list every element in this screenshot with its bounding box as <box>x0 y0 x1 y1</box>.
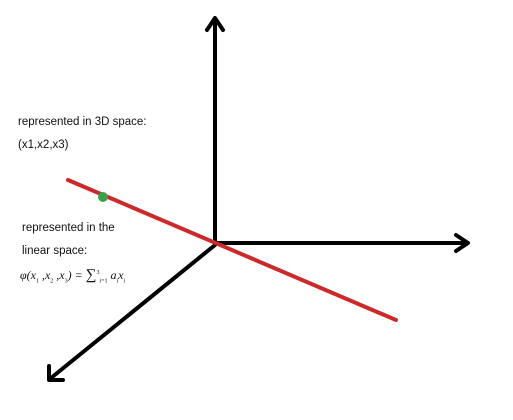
formula-x2: x <box>44 268 51 282</box>
caption-linear-space-line1: represented in the <box>22 222 115 234</box>
depth-axis-arrowhead <box>47 364 65 382</box>
formula-comma1: , <box>38 268 45 282</box>
caption-3d-space-line2: (x1,x2,x3) <box>18 139 69 151</box>
depth-axis <box>49 243 217 380</box>
formula-comma2: , <box>53 268 60 282</box>
formula-a: a <box>110 268 117 282</box>
formula-sum-lower: i=1 <box>99 278 108 285</box>
sample-point <box>98 192 108 202</box>
formula-phi: φ <box>20 268 27 282</box>
formula-x2-subscript: 2 <box>50 278 54 285</box>
linear-space-line <box>66 178 398 322</box>
vertical-axis-arrowhead <box>205 16 225 32</box>
formula-sum-symbol: ∑ <box>85 267 97 283</box>
formula-equals: = <box>71 268 86 282</box>
formula-a-subscript: i <box>116 278 119 285</box>
phi-formula: φ(x1 ,x2 ,x3) = ∑3i=1 aixi <box>20 265 125 289</box>
horizontal-axis-arrowhead <box>454 233 470 253</box>
formula-x1-subscript: 1 <box>35 278 39 285</box>
formula-x1: x <box>30 268 36 282</box>
formula-sum-upper: 3 <box>96 270 100 276</box>
formula-xi-subscript: i <box>123 278 126 285</box>
formula-x3-subscript: 3 <box>64 278 68 285</box>
caption-linear-space-line2: linear space: <box>22 245 88 257</box>
formula-close-paren: ) <box>67 268 72 282</box>
formula-x3: x <box>59 268 65 282</box>
formula-open-paren: ( <box>26 268 31 282</box>
caption-3d-space-line1: represented in 3D space: <box>18 116 147 128</box>
formula-xi: x <box>118 268 124 282</box>
